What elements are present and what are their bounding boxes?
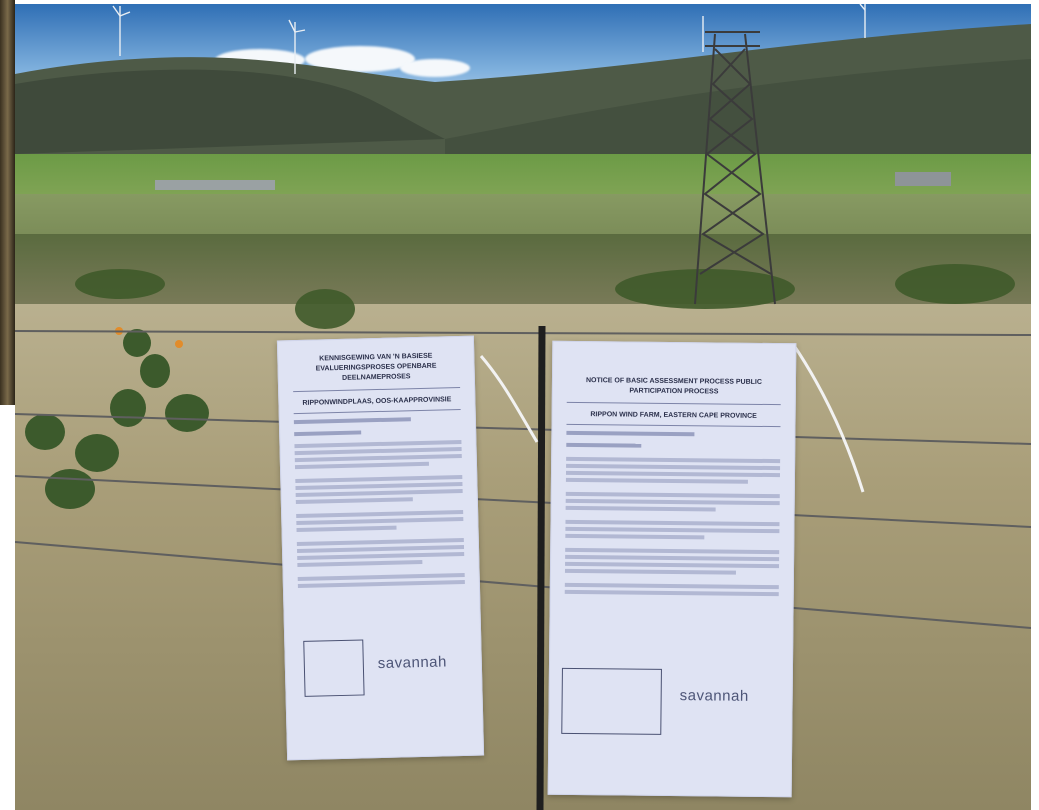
notice-right-body xyxy=(564,430,781,597)
landscape-photo xyxy=(15,4,1031,810)
cactus-pad xyxy=(165,394,209,432)
notice-left-logo: savannah xyxy=(377,653,448,673)
notice-right-rule xyxy=(566,423,781,428)
cactus-pad xyxy=(75,434,119,472)
farm-building xyxy=(895,172,951,186)
notice-left-rule xyxy=(293,387,461,393)
cactus-pad xyxy=(45,469,95,509)
notice-left: KENNISGEWING VAN 'N BASIESE EVALUERINGSP… xyxy=(276,335,485,761)
notice-left-subtitle: RIPPONWINDPLAAS, OOS-KAAPPROVINSIE xyxy=(302,396,452,407)
notice-right-contact-box xyxy=(561,667,662,735)
notice-left-body xyxy=(293,416,465,589)
transmission-pylon xyxy=(694,31,776,305)
farm-buildings xyxy=(155,180,275,190)
shrub xyxy=(295,289,355,329)
shrub xyxy=(615,269,795,309)
cactus-pad xyxy=(123,329,151,357)
mid-field xyxy=(15,194,1031,234)
shrub xyxy=(75,269,165,299)
notice-right-title: NOTICE OF BASIC ASSESSMENT PROCESS PUBLI… xyxy=(585,377,762,396)
notice-right-subtitle: RIPPON WIND FARM, EASTERN CAPE PROVINCE xyxy=(590,411,757,420)
notice-left-title: KENNISGEWING VAN 'N BASIESE EVALUERINGSP… xyxy=(315,352,437,382)
cactus-flower xyxy=(175,340,183,348)
cactus-pad xyxy=(25,414,65,450)
notice-right-logo: savannah xyxy=(679,687,749,705)
cloud xyxy=(400,59,470,77)
notice-right-rule xyxy=(566,401,781,406)
shrub xyxy=(895,264,1015,304)
wire-fence xyxy=(15,325,1031,810)
left-edge-strip xyxy=(0,0,15,405)
notice-right: NOTICE OF BASIC ASSESSMENT PROCESS PUBLI… xyxy=(547,340,797,798)
cactus-pad xyxy=(110,389,146,427)
cactus-pad xyxy=(140,354,170,388)
bush-band xyxy=(15,234,1031,314)
notice-left-contact-box xyxy=(303,639,365,697)
notice-left-rule xyxy=(293,409,461,415)
